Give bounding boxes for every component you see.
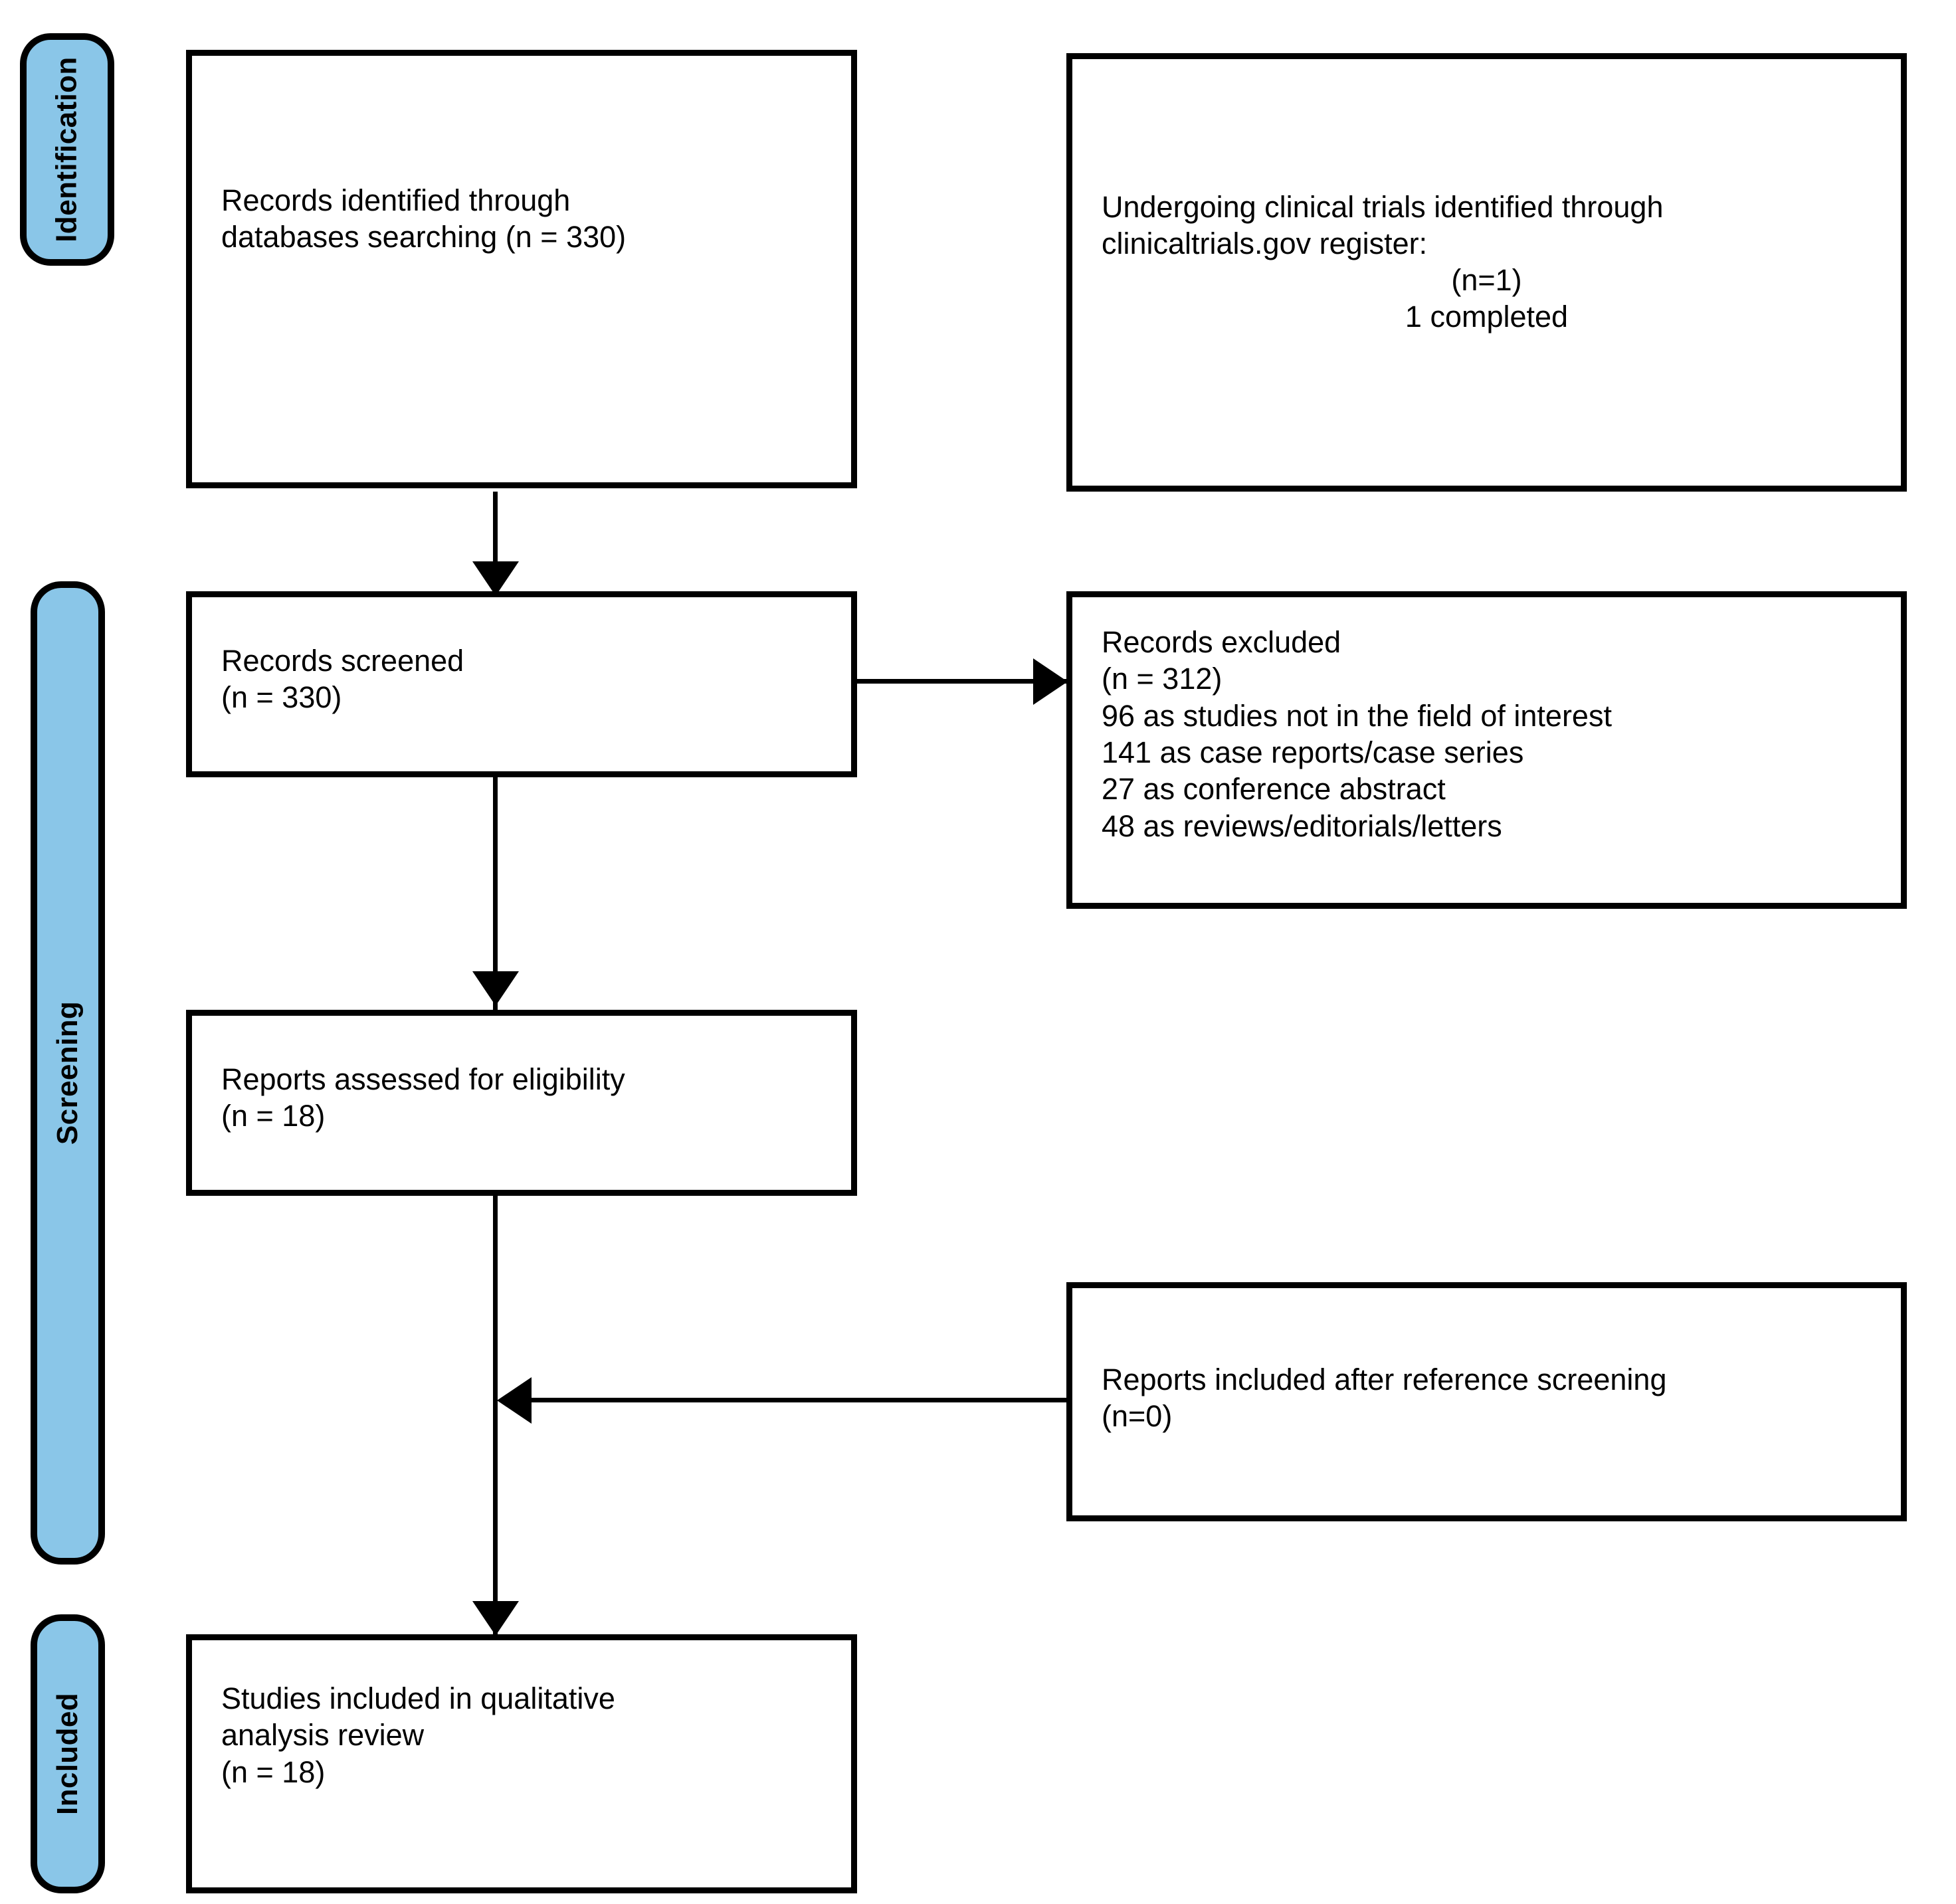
- box-records-identified-text: Records identified through databases sea…: [221, 183, 627, 254]
- connector-reference-screening-line: [532, 1398, 1070, 1402]
- box-reports-reference-screening-text: Reports included after reference screeni…: [1102, 1363, 1667, 1434]
- box-records-screened-text: Records screened (n = 330): [221, 644, 464, 715]
- box-studies-included: Studies included in qualitative analysis…: [186, 1634, 857, 1893]
- stage-tab-included-label: Included: [51, 1692, 84, 1816]
- box-clinical-trials-text: Undergoing clinical trials identified th…: [1102, 190, 1664, 261]
- box-records-excluded: Records excluded (n = 312) 96 as studies…: [1066, 591, 1907, 909]
- box-records-excluded-text: Records excluded (n = 312) 96 as studies…: [1102, 625, 1612, 843]
- connector-screened-to-excluded-arrow: [1033, 658, 1068, 705]
- connector-screened-to-assessed-arrow: [472, 971, 519, 1006]
- box-clinical-trials-counts: (n=1) 1 completed: [1405, 263, 1569, 334]
- box-reports-reference-screening: Reports included after reference screeni…: [1066, 1282, 1907, 1521]
- connector-screened-to-excluded-line: [857, 679, 1076, 684]
- box-records-identified: Records identified through databases sea…: [186, 50, 857, 488]
- box-reports-assessed-text: Reports assessed for eligibility (n = 18…: [221, 1062, 625, 1133]
- connector-reference-screening-arrow: [497, 1377, 532, 1424]
- connector-screened-to-assessed-line: [493, 777, 498, 1010]
- connector-assessed-to-included-line: [493, 1189, 498, 1641]
- connector-identified-to-screened-line: [493, 492, 498, 598]
- box-studies-included-text: Studies included in qualitative analysis…: [221, 1681, 615, 1789]
- box-clinical-trials: Undergoing clinical trials identified th…: [1066, 53, 1907, 492]
- stage-tab-included: Included: [31, 1614, 105, 1893]
- box-reports-assessed: Reports assessed for eligibility (n = 18…: [186, 1010, 857, 1196]
- stage-tab-screening: Screening: [31, 581, 105, 1565]
- connector-identified-to-screened-arrow: [472, 561, 519, 596]
- box-records-screened: Records screened (n = 330): [186, 591, 857, 777]
- stage-tab-screening-label: Screening: [51, 1000, 84, 1145]
- connector-assessed-to-included-arrow: [472, 1601, 519, 1636]
- stage-tab-identification: Identification: [20, 33, 114, 266]
- stage-tab-identification-label: Identification: [50, 56, 84, 242]
